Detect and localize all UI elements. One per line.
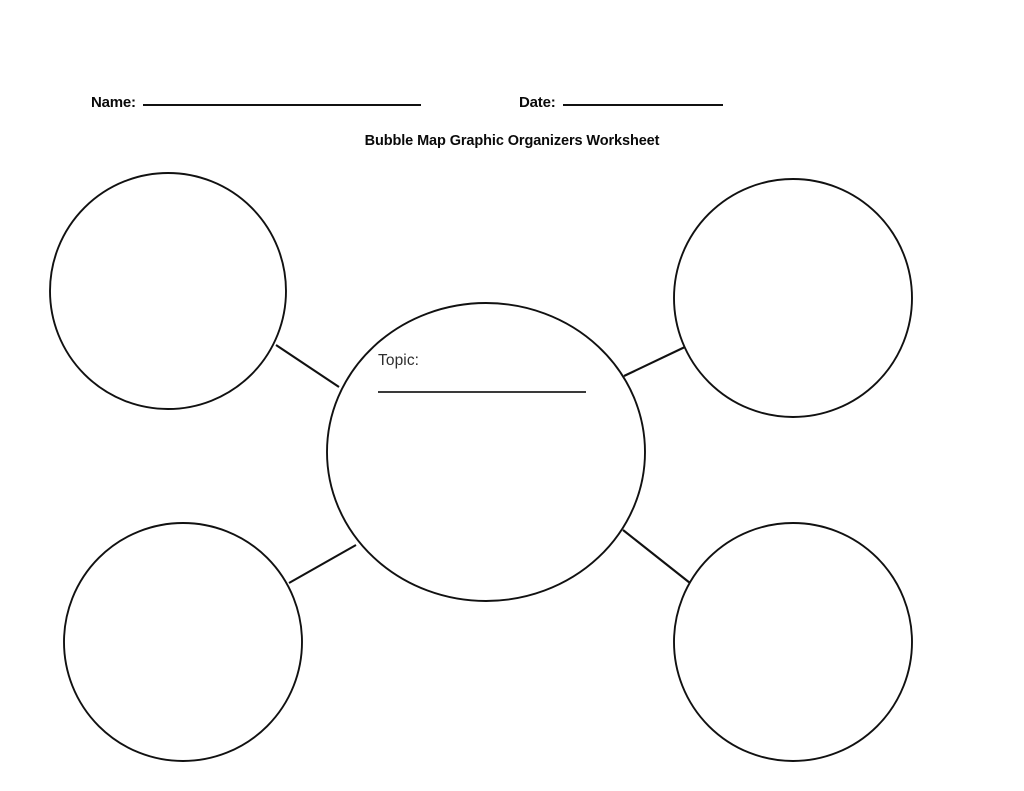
connector-center-to-bottom-left xyxy=(288,544,357,584)
bubble-top-left[interactable] xyxy=(49,172,287,410)
connector-center-to-top-right xyxy=(623,345,688,377)
topic-block: Topic: xyxy=(378,352,593,393)
bubble-bottom-right[interactable] xyxy=(673,522,913,762)
topic-writeline[interactable] xyxy=(378,390,586,393)
page-title: Bubble Map Graphic Organizers Worksheet xyxy=(364,133,660,149)
bubble-center-topic[interactable] xyxy=(326,302,646,602)
name-field-writeline[interactable] xyxy=(142,104,421,106)
connector-center-to-top-left xyxy=(275,344,340,388)
name-field[interactable]: Name: xyxy=(91,94,421,111)
topic-label: Topic: xyxy=(378,352,420,369)
date-field-label: Date: xyxy=(519,94,556,111)
connector-center-to-bottom-right xyxy=(622,529,691,584)
name-field-label: Name: xyxy=(91,94,136,111)
bubble-top-right[interactable] xyxy=(673,178,913,418)
date-field[interactable]: Date: xyxy=(519,94,723,111)
date-field-writeline[interactable] xyxy=(562,104,723,106)
bubble-bottom-left[interactable] xyxy=(63,522,303,762)
